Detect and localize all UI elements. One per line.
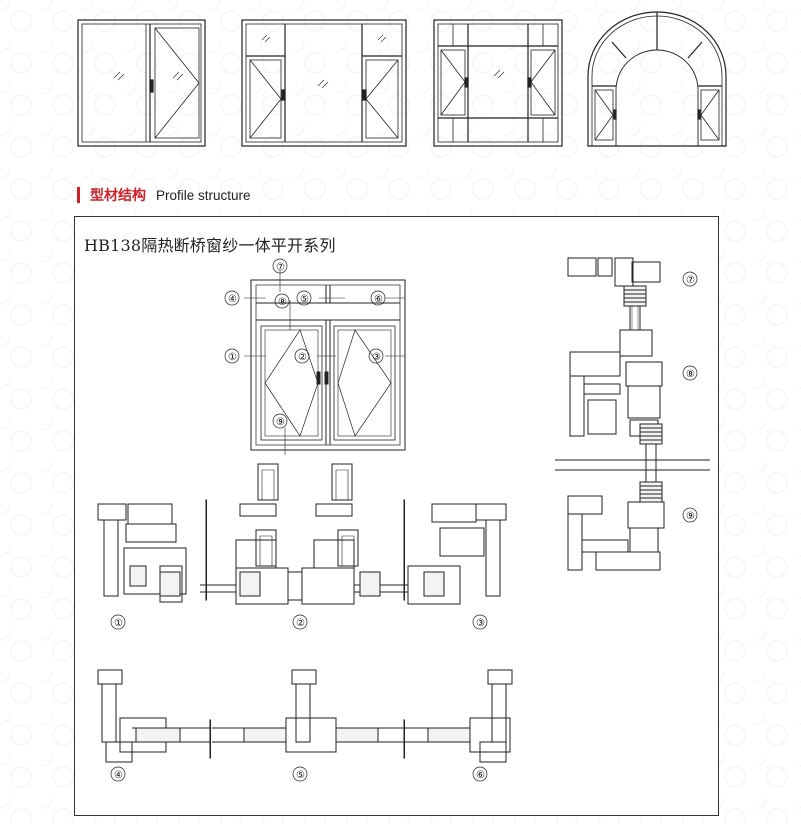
section-title-zh: 型材结构	[90, 188, 146, 204]
window-arched-icon	[587, 11, 727, 147]
accent-bar	[77, 187, 80, 203]
profile-diagram-panel	[74, 216, 719, 816]
section-title-en: Profile structure	[156, 187, 251, 203]
window-types-illustration	[77, 11, 727, 147]
section-header: 型材结构 Profile structure	[77, 183, 251, 207]
window-casement-2pane-icon	[77, 19, 206, 147]
diagram-title: HB138隔热断桥窗纱一体平开系列	[84, 236, 336, 255]
window-casement-3pane-icon	[241, 19, 407, 147]
window-casement-grid-icon	[433, 19, 563, 147]
